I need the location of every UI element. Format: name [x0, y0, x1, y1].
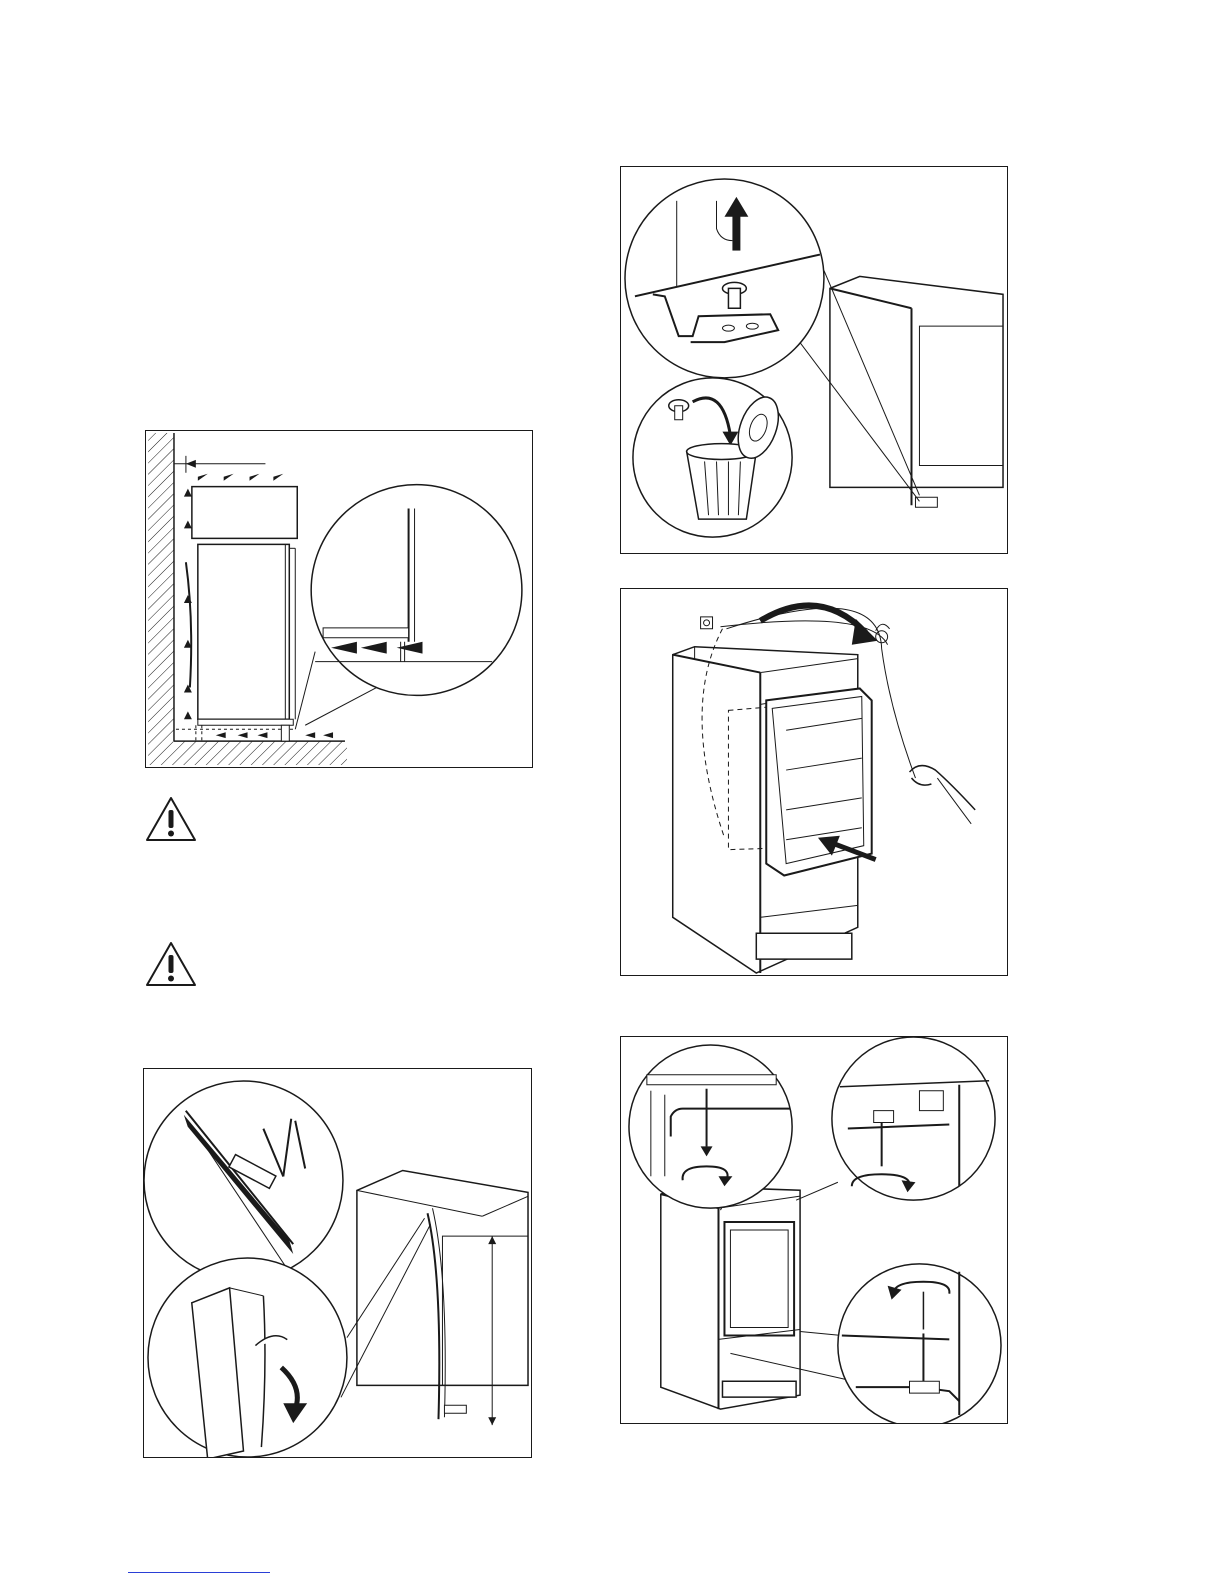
warning-triangle-icon — [145, 795, 197, 843]
warning-triangle-icon — [145, 940, 197, 988]
ventilation-diagram — [146, 431, 532, 767]
hinge-pin-diagram — [621, 167, 1007, 553]
screw-fixing-diagram — [621, 1037, 1007, 1423]
figure-insert-appliance — [620, 588, 1008, 976]
figure-hinge-pin-removal — [620, 166, 1008, 554]
figure-ventilation-clearance — [145, 430, 533, 768]
footer-link-underline[interactable] — [128, 1572, 270, 1573]
insert-appliance-diagram — [621, 589, 1007, 975]
figure-screw-fixing — [620, 1036, 1008, 1424]
figure-seal-strip-cutting — [143, 1068, 532, 1458]
seal-strip-diagram — [144, 1069, 531, 1457]
